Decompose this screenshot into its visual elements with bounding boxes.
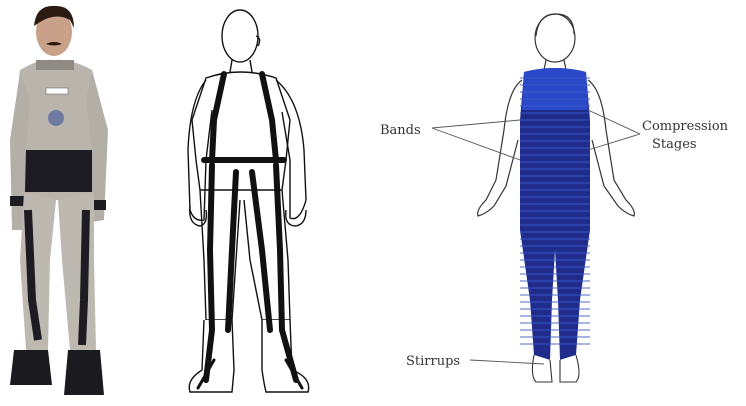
- compression-left-arm: [478, 80, 522, 216]
- harness-head: [222, 10, 258, 62]
- harness-left-leg-strap: [206, 165, 212, 380]
- photo-badge: [48, 110, 64, 126]
- photo-right-leg-strap: [82, 210, 86, 345]
- photo-suit-panel: [10, 6, 108, 395]
- photo-right-boot: [64, 350, 104, 395]
- compression-suit-upper: [522, 68, 588, 110]
- harness-drawing-panel: [188, 10, 309, 392]
- photo-left-boot: [10, 350, 52, 385]
- label-compression-line2: Stages: [652, 137, 697, 152]
- compression-drawing-panel: [478, 14, 635, 382]
- photo-right-leg: [58, 192, 96, 350]
- photo-waist-band: [22, 150, 96, 192]
- photo-chest-patch: [46, 88, 68, 94]
- photo-collar: [36, 60, 74, 70]
- harness-right-inner-strap: [252, 172, 270, 330]
- harness-left-inner-strap: [228, 172, 236, 330]
- label-compression-line1: Compression: [642, 119, 729, 134]
- label-bands: Bands: [380, 123, 421, 138]
- label-stirrups: Stirrups: [406, 354, 460, 369]
